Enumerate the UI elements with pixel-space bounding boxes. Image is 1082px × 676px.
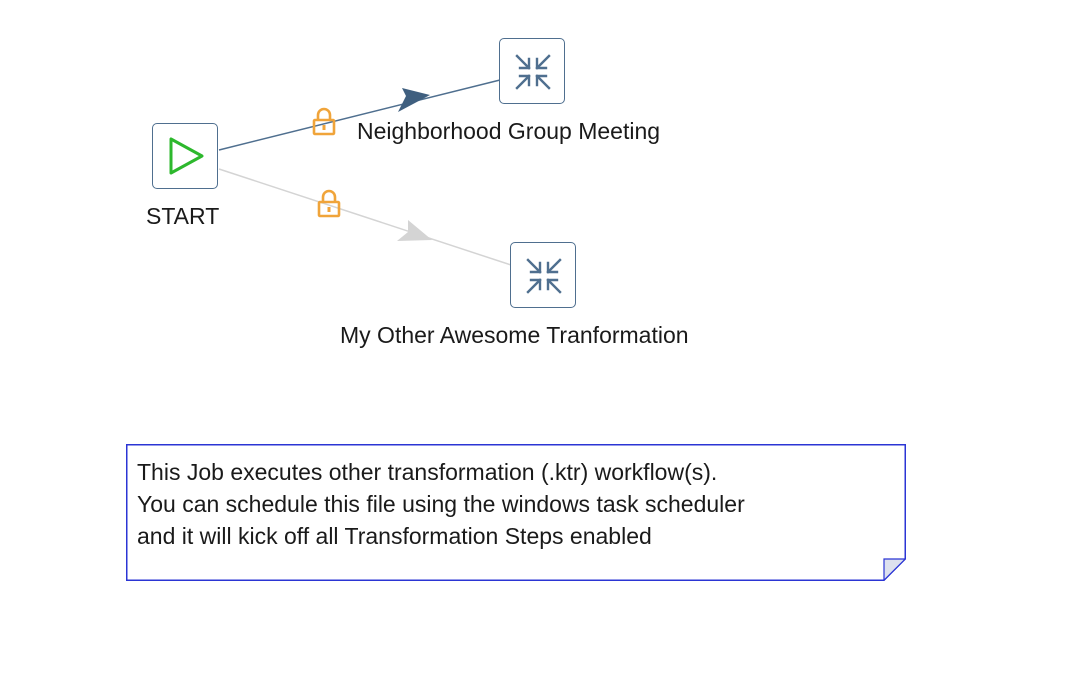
note-fold-corner	[883, 558, 906, 581]
play-triangle-icon	[169, 137, 204, 175]
other-transformation-label: My Other Awesome Tranformation	[340, 322, 689, 348]
lock-icon[interactable]	[311, 106, 337, 136]
hop-arrowhead-disabled-icon	[397, 220, 432, 241]
lock-icon[interactable]	[316, 188, 342, 218]
start-entry[interactable]	[152, 123, 218, 189]
neighborhood-transformation-entry[interactable]	[499, 38, 565, 104]
transformation-icon	[515, 54, 551, 90]
job-note[interactable]: This Job executes other transformation (…	[126, 444, 906, 581]
note-text: This Job executes other transformation (…	[137, 459, 745, 549]
hop-start-to-neighborhood[interactable]	[218, 79, 501, 151]
hop-arrowhead-enabled-icon	[398, 88, 430, 112]
hop-start-to-other[interactable]	[218, 168, 512, 266]
other-transformation-entry[interactable]	[510, 242, 576, 308]
start-entry-label: START	[146, 203, 220, 229]
note-frame	[126, 444, 906, 581]
transformation-icon	[526, 258, 562, 294]
neighborhood-transformation-label: Neighborhood Group Meeting	[357, 118, 661, 144]
